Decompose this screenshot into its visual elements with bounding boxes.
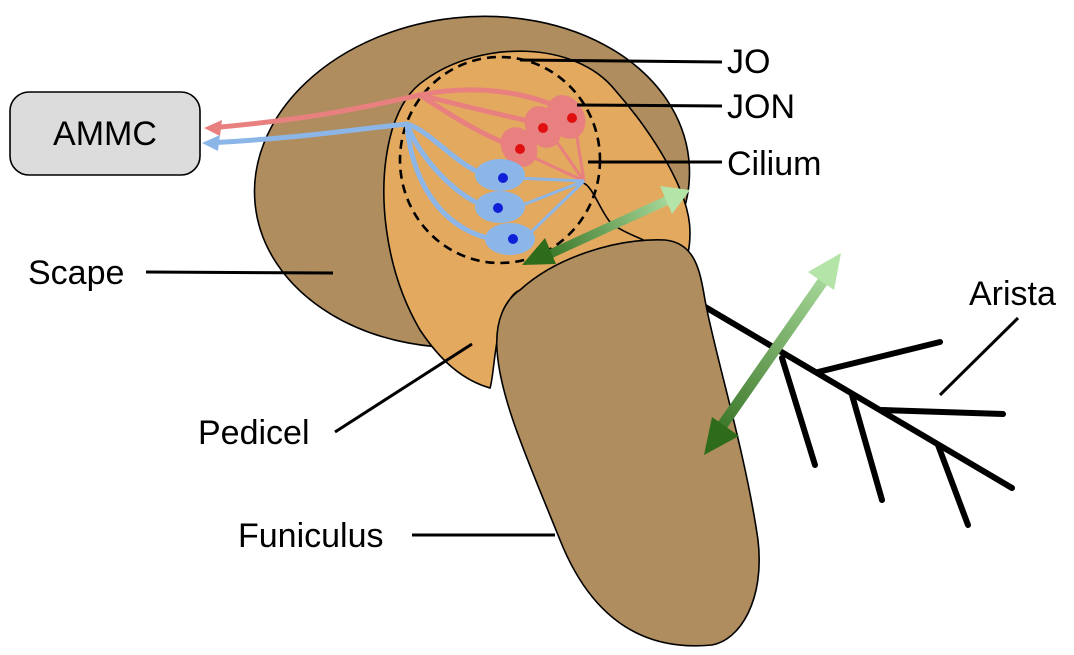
jo-label: JO	[727, 43, 770, 81]
scape-leader	[146, 272, 333, 273]
red-nucleus	[567, 113, 577, 123]
blue-nucleus	[498, 173, 508, 183]
jon-leader	[577, 105, 722, 106]
pedicel-label: Pedicel	[198, 414, 310, 452]
red-axon-arrowhead	[204, 120, 222, 136]
blue-nucleus	[508, 234, 518, 244]
pedicel-leader	[335, 344, 472, 432]
blue-axon-arrowhead	[202, 135, 220, 151]
jo-leader	[520, 60, 722, 62]
jon-label: JON	[727, 88, 795, 126]
red-nucleus	[515, 144, 525, 154]
cilium-label: Cilium	[727, 145, 821, 183]
scape-label: Scape	[28, 254, 124, 292]
arista-label: Arista	[969, 275, 1056, 313]
arista-vibration-arrow	[704, 253, 841, 455]
arista-leader	[940, 318, 1018, 395]
funiculus-label: Funiculus	[238, 517, 384, 555]
blue-nucleus	[493, 203, 503, 213]
red-nucleus	[538, 123, 548, 133]
ammc-label: AMMC	[53, 115, 157, 153]
